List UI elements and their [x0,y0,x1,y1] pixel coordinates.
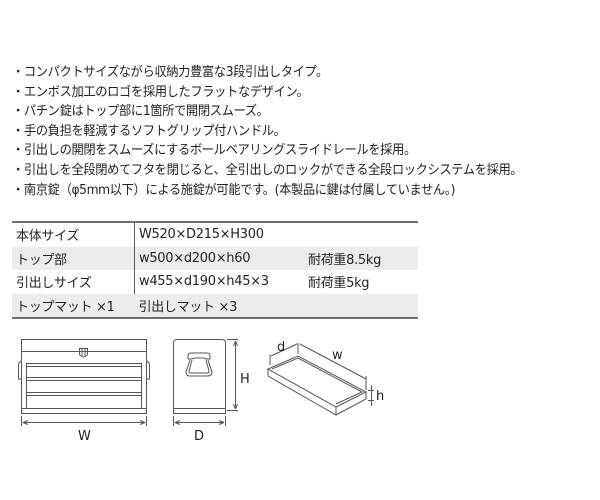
feature-item: ・引出しの開閉をスムーズにするボールベアリングスライドレールを採用。 [12,143,416,159]
spec-load: 耐荷重8.5kg [304,246,418,270]
side-view-diagram [173,339,238,426]
spec-row-accessories: トップマット ×1 引出しマット ×3 [12,293,418,318]
spec-label: 本体サイズ [12,222,135,247]
spec-label: トップ部 [12,246,135,270]
spec-row-drawer: 引出しサイズ w455×d190×h45×3 耐荷重5kg [12,270,418,294]
feature-list: ・コンパクトサイズながら収納力豊富な3段引出しタイプ。 ・エンボス加工のロゴを採… [12,63,561,200]
spec-label: 引出しサイズ [12,270,135,294]
feature-item: ・手の負担を軽減するソフトグリップ付ハンドル。 [12,123,286,139]
feature-item: ・引出しを全段閉めてフタを閉じると、全引出しのロックができる全段ロックシステムを… [12,162,523,178]
drawer-isometric-diagram [266,343,374,416]
feature-item: ・南京錠（φ5mm以下）による施錠が可能です。(本製品に鍵は付属していません。) [12,182,455,198]
spec-size: w455×d190×h45×3 [139,274,269,290]
front-view-diagram [18,339,150,426]
drawer-height-label: h [376,389,384,404]
feature-item: ・エンボス加工のロゴを採用したフラットなデザイン。 [12,84,309,100]
spec-table: 本体サイズ W520×D215×H300 トップ部 w500×d200×h60 … [12,221,418,319]
spec-row-body-size: 本体サイズ W520×D215×H300 [12,222,418,247]
spec-load: 耐荷重5kg [308,276,370,292]
feature-item: ・パチン錠はトップ部に1箇所で開閉スムーズ。 [12,104,269,120]
drawer-width-label: w [332,348,343,363]
depth-label: D [194,429,204,444]
drawer-depth-label: d [277,340,285,355]
width-label: W [78,429,91,444]
spec-row-top: トップ部 w500×d200×h60 耐荷重8.5kg [12,246,418,270]
spec-label: トップマット ×1 [12,293,135,318]
spec-size: 引出しマット ×3 [134,293,304,318]
spec-size: w500×d200×h60 [134,246,304,270]
dimension-diagrams: W D H d [18,339,384,444]
spec-size: W520×D215×H300 [139,227,264,243]
height-label: H [240,372,250,387]
spec-load [304,293,418,318]
spec-load [304,222,418,247]
feature-item: ・コンパクトサイズながら収納力豊富な3段引出しタイプ。 [12,65,328,80]
